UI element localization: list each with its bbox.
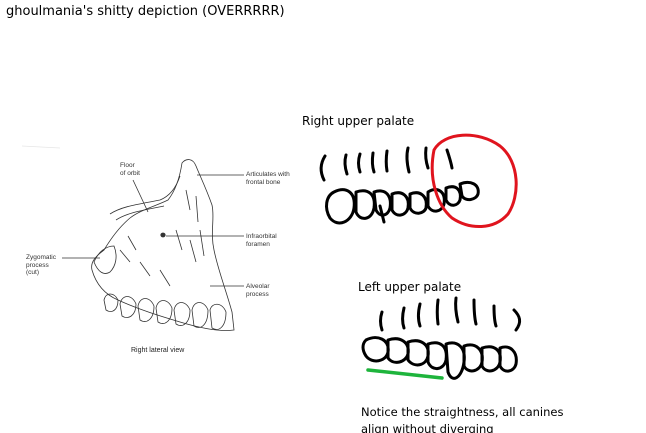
label-floor-of-orbit: Floor of orbit	[120, 162, 140, 177]
label-right-lateral-view: Right lateral view	[131, 347, 185, 354]
caption-left-upper-palate: Left upper palate	[358, 280, 462, 294]
note-text: Notice the straightness, all canines ali…	[361, 405, 564, 433]
straight-line-marker	[366, 368, 444, 380]
caption-right-upper-palate: Right upper palate	[302, 114, 415, 128]
label-alveolar-process: Alveolar process	[246, 283, 270, 298]
label-infraorbital-foramen: Infraorbital foramen	[246, 233, 277, 248]
page-title: ghoulmania's shitty depiction (OVERRRRR)	[6, 4, 285, 19]
label-articulates-frontal-bone: Articulates with frontal bone	[246, 171, 290, 186]
highlight-circle	[430, 133, 518, 229]
label-zygomatic-process: Zygomatic process (cut)	[26, 254, 56, 276]
